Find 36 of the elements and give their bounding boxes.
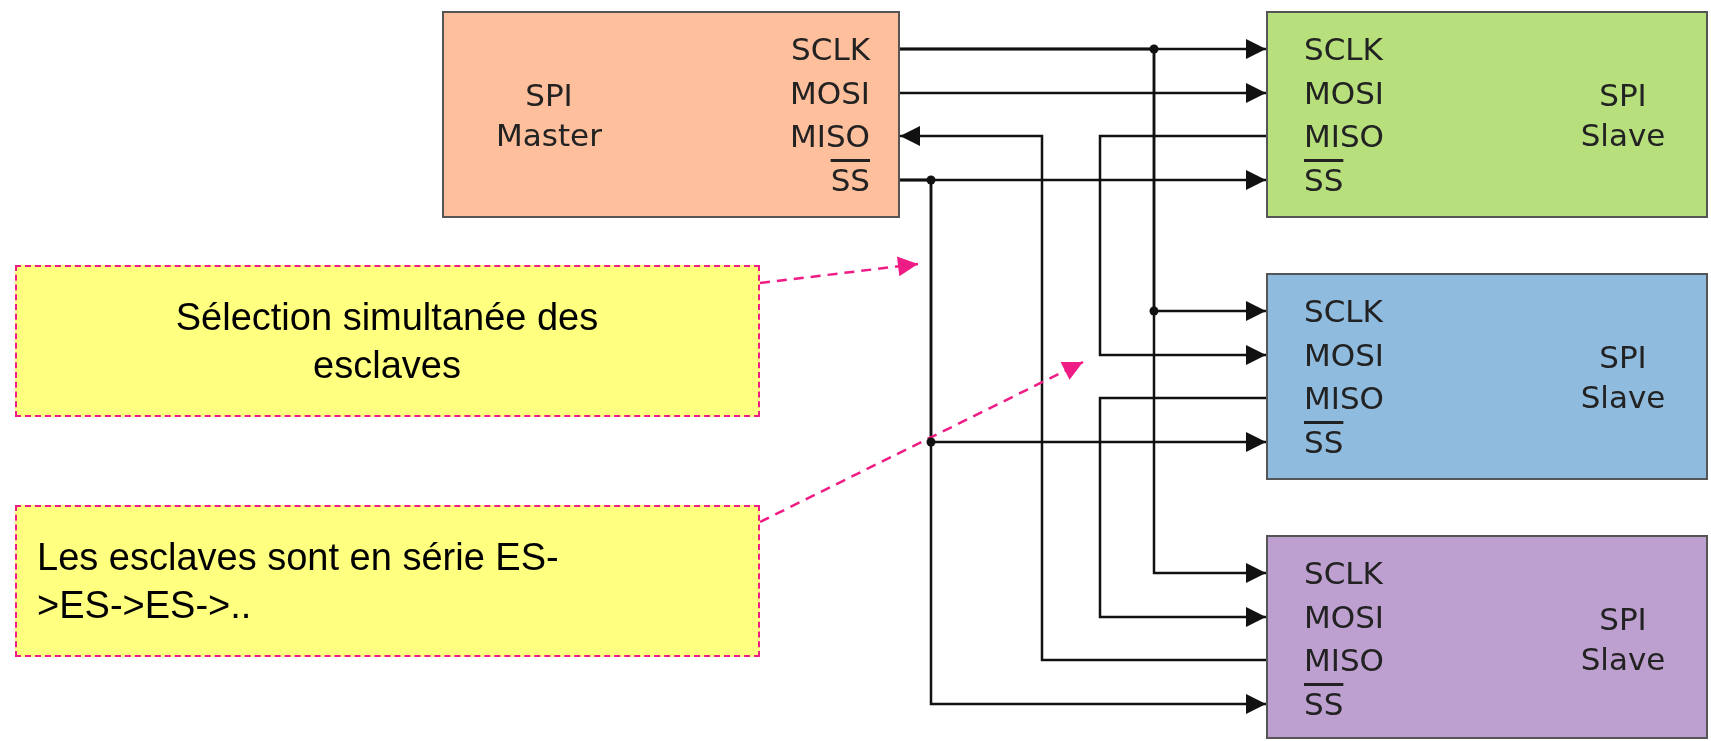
pin-label: MISO [1304, 381, 1385, 415]
leader-line [759, 256, 919, 285]
wire-arrow [900, 178, 1266, 714]
chip-label: SPI Master [495, 76, 603, 155]
pin-label: MISO [789, 119, 870, 153]
pin-label: SS [1304, 425, 1345, 459]
pin-label: MISO [1304, 643, 1385, 677]
wire-arrow [900, 47, 1266, 583]
pin-label: SS [829, 163, 870, 197]
leader-line [759, 360, 1084, 524]
chip-box [1266, 535, 1708, 739]
chip-box [1266, 11, 1708, 218]
wire-arrow [1098, 134, 1266, 365]
pin-label: SCLK [1304, 556, 1384, 590]
pin-label: MOSI [1304, 338, 1385, 372]
callout-text: Les esclaves sont en série ES- >ES->ES->.. [37, 535, 560, 628]
chip-label: SPI Slave [1579, 600, 1667, 679]
pin-label: SCLK [1304, 32, 1384, 66]
wire-arrow [1098, 396, 1266, 627]
pin-label: SS [1304, 687, 1345, 721]
pin-label: MOSI [789, 76, 870, 110]
pin-label: MOSI [1304, 600, 1385, 634]
chip-box [442, 11, 900, 218]
pin-label: SCLK [790, 32, 870, 66]
chip-box [1266, 273, 1708, 480]
wire-arrow [900, 83, 1266, 103]
callout-text: Sélection simultanée des esclaves [174, 295, 600, 388]
callout-box [15, 265, 760, 417]
chip-label: SPI Slave [1579, 76, 1667, 155]
chip-label: SPI Slave [1579, 338, 1667, 417]
pin-label: MISO [1304, 119, 1385, 153]
pin-label: SS [1304, 163, 1345, 197]
wire-arrow [900, 126, 1266, 662]
pin-label: SCLK [1304, 294, 1384, 328]
callout-box [15, 505, 760, 657]
pin-label: MOSI [1304, 76, 1385, 110]
